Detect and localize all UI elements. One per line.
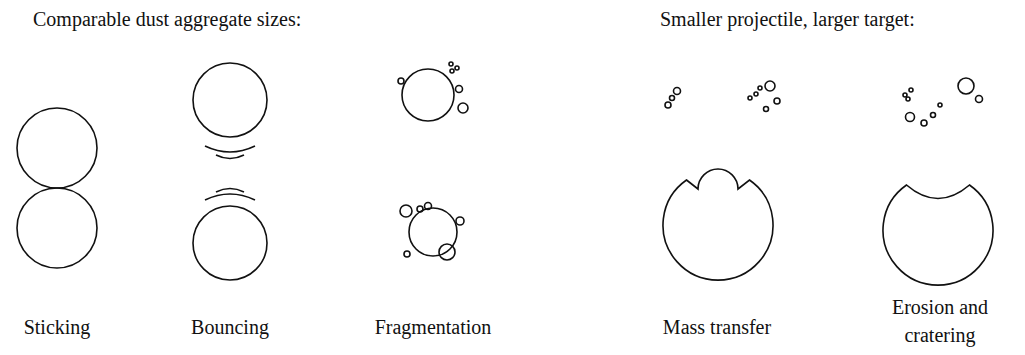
fragment <box>921 120 927 126</box>
cratered-target <box>883 78 993 285</box>
fragmenting-aggregates <box>398 62 468 260</box>
fragment <box>449 62 453 66</box>
outcome-label: Fragmentation <box>375 313 492 341</box>
fragment <box>455 66 459 70</box>
fragment <box>748 96 752 100</box>
motion-arc <box>216 155 244 159</box>
sticking-aggregates <box>17 108 97 268</box>
fragment <box>398 78 404 84</box>
fragment <box>938 103 942 107</box>
motion-arc <box>216 189 244 193</box>
fragment <box>417 206 423 212</box>
fragment <box>906 97 910 101</box>
fragment <box>774 98 780 104</box>
fragment <box>456 217 464 225</box>
fragment <box>758 86 762 90</box>
fragment <box>764 107 769 112</box>
target-aggregate <box>883 185 993 285</box>
fragment <box>765 81 775 91</box>
fragment <box>458 103 468 113</box>
bouncing-aggregates <box>193 63 267 280</box>
fragment <box>404 251 410 257</box>
section-heading: Smaller projectile, larger target: <box>660 5 915 33</box>
outcome-label: Bouncing <box>191 313 269 341</box>
fragment <box>425 203 432 210</box>
target-aggregate <box>663 169 773 280</box>
motion-arc <box>205 194 255 200</box>
fragment <box>976 96 983 103</box>
outcome-label: Sticking <box>24 313 91 341</box>
fragment <box>665 102 671 108</box>
fragment <box>909 88 913 92</box>
motion-arc <box>205 146 255 152</box>
fragment <box>958 78 974 94</box>
fragment <box>439 244 455 260</box>
fragment <box>670 96 675 101</box>
outcome-label: Erosion and cratering <box>870 293 1010 349</box>
fragment <box>400 205 412 217</box>
fragment <box>450 69 454 73</box>
fragment <box>903 93 907 97</box>
aggregate <box>17 108 97 188</box>
aggregate <box>409 208 457 256</box>
fragment <box>674 88 681 95</box>
outcome-label: Mass transfer <box>663 313 771 341</box>
fragment <box>754 92 758 96</box>
mass-transfer-target <box>663 81 780 280</box>
fragment <box>931 113 936 118</box>
aggregate <box>17 188 97 268</box>
fragment <box>456 86 463 93</box>
section-heading: Comparable dust aggregate sizes: <box>33 5 301 33</box>
aggregate <box>193 63 267 137</box>
aggregate <box>402 69 454 121</box>
aggregate <box>193 206 267 280</box>
fragment <box>906 113 915 122</box>
